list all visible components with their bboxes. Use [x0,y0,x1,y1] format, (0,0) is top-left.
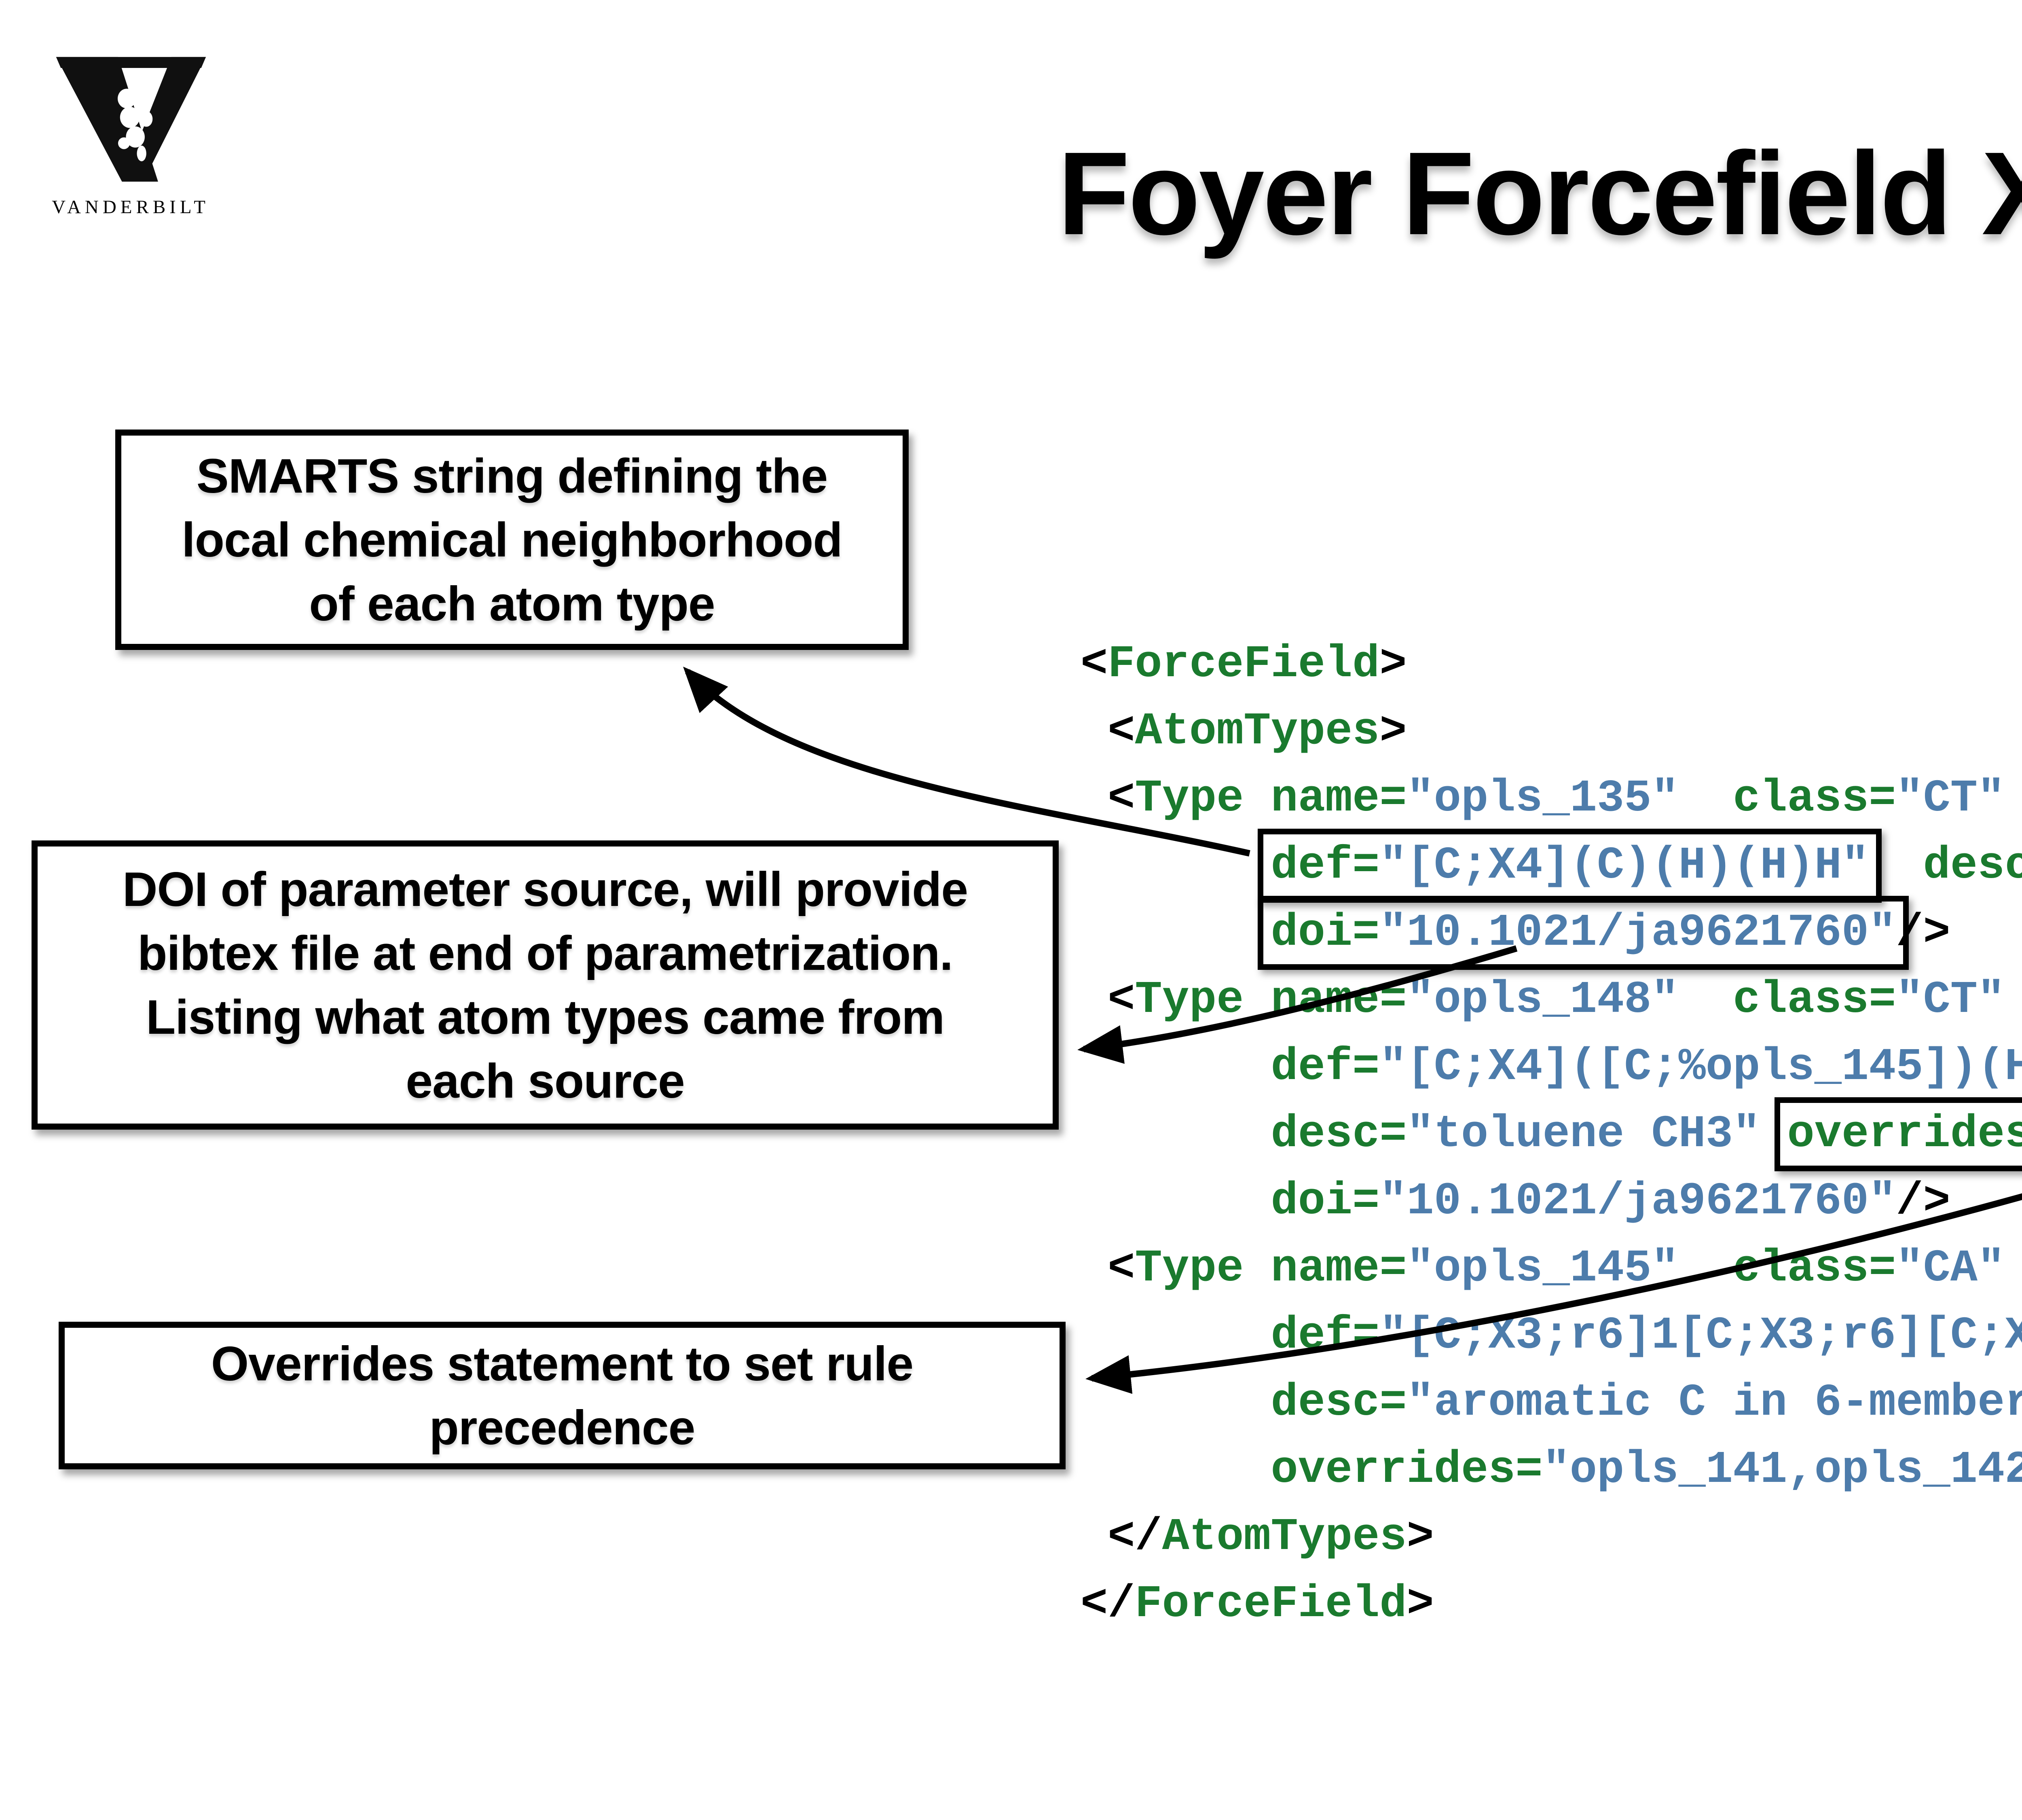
code-token [2005,773,2022,824]
code-token [1244,773,1271,824]
code-line: def="[C;X3;r6]1[C;X3;r6][C;X3;r6][C;X3;r… [1081,1302,2022,1369]
code-token: "CA" [1896,1243,2005,1294]
code-highlight-box: doi="10.1021/ja9621760" [1258,896,1909,970]
code-token: "CT" [1896,974,2005,1026]
code-token [2005,1243,2022,1294]
code-token: "aromatic C in 6-membered ring" [1407,1377,2022,1428]
code-token: desc= [1923,840,2022,891]
annotation-box-smarts: SMARTS string defining the local chemica… [115,430,909,650]
code-token: < [1108,773,1135,824]
code-token [1679,773,1733,824]
code-token: < [1108,706,1135,757]
code-token: def= [1271,1041,1380,1093]
code-token: ForceField [1108,639,1380,690]
code-line: doi="10.1021/ja9621760"/> [1081,1168,2022,1235]
code-token: > [1379,639,1407,690]
code-token: name= [1271,974,1407,1026]
code-token: "10.1021/ja9621760" [1379,907,1896,959]
code-line: <Type name="opls_148" class="CT" element… [1081,967,2022,1034]
code-token: </ [1108,1511,1162,1563]
code-token [1679,1243,1733,1294]
code-line: <Type name="opls_135" class="CT" element… [1081,765,2022,832]
code-token: "opls_148" [1407,974,1679,1026]
code-token: class= [1733,974,1896,1026]
code-token: "10.1021/ja9621760" [1379,1176,1896,1227]
code-line: def="[C;X4]([C;%opls_145])(H)(H)H" [1081,1034,2022,1101]
code-line: desc="toluene CH3" overrides="opls_135" [1081,1097,2022,1171]
vanderbilt-logo: VANDERBILT [48,55,214,218]
vanderbilt-v-icon [56,57,206,182]
code-token: Type [1135,974,1244,1026]
code-token: Type [1135,1243,1244,1294]
code-token: "[C;X4]([C;%opls_145])(H)(H)H" [1379,1041,2022,1093]
code-token: class= [1733,773,1896,824]
code-token: overrides= [1271,1444,1543,1496]
annotation-box-overrides: Overrides statement to set rule preceden… [59,1322,1066,1469]
code-token: AtomTypes [1135,706,1380,757]
code-line: </AtomTypes> [1081,1504,2022,1571]
code-token: < [1108,974,1135,1026]
code-line: <AtomTypes> [1081,698,2022,765]
code-token: name= [1271,1243,1407,1294]
code-token: > [1407,1579,1434,1630]
code-token [1679,974,1733,1026]
code-line: <ForceField> [1081,631,2022,698]
xml-code-block: <ForceField> <AtomTypes> <Type name="opl… [1081,631,2022,1638]
code-highlight-box: def="[C;X4](C)(H)(H)H" [1258,829,1882,903]
code-token: desc= [1271,1377,1407,1428]
code-token: "toluene CH3" [1407,1109,1760,1160]
code-token: name= [1271,773,1407,824]
code-line: def="[C;X4](C)(H)(H)H" desc="alkane CH3" [1081,829,2022,903]
code-token: > [1407,1511,1434,1563]
code-token: "opls_141,opls_142" [1542,1444,2022,1496]
code-token: desc= [1271,1109,1407,1160]
code-token: </ [1081,1579,1135,1630]
code-token: def= [1271,840,1380,891]
code-token: "opls_145" [1407,1243,1679,1294]
code-token [1244,1243,1271,1294]
code-token [2005,974,2022,1026]
code-token: "opls_135" [1407,773,1679,824]
code-token: AtomTypes [1162,1511,1407,1563]
code-token: class= [1733,1243,1896,1294]
code-line: doi="10.1021/ja9621760"/> [1081,896,2022,970]
code-highlight-box: overrides="opls_135" [1774,1097,2022,1171]
code-token: doi= [1271,907,1380,959]
code-token: /> [1896,1176,1950,1227]
code-line: </ForceField> [1081,1571,2022,1638]
annotation-box-doi: DOI of parameter source, will provide bi… [32,840,1059,1130]
code-token: < [1108,1243,1135,1294]
code-line: <Type name="opls_145" class="CA" element… [1081,1235,2022,1302]
page-title: Foyer Forcefield XML [1058,127,2022,259]
code-token: doi= [1271,1176,1380,1227]
code-token: overrides= [1787,1109,2022,1160]
code-line: overrides="opls_141,opls_142" doi="10.10… [1081,1437,2022,1504]
code-line: desc="aromatic C in 6-membered ring" [1081,1369,2022,1437]
code-token: Type [1135,773,1244,824]
code-token: < [1081,639,1108,690]
code-token: "[C;X4](C)(H)(H)H" [1379,840,1869,891]
vanderbilt-label: VANDERBILT [52,197,209,218]
code-token: "CT" [1896,773,2005,824]
code-token: ForceField [1135,1579,1407,1630]
code-token: "[C;X3;r6]1[C;X3;r6][C;X3;r6][C;X3;r6][C… [1379,1310,2022,1361]
code-token: /> [1896,907,1950,959]
code-token [1244,974,1271,1026]
code-token: > [1379,706,1407,757]
code-token: def= [1271,1310,1380,1361]
